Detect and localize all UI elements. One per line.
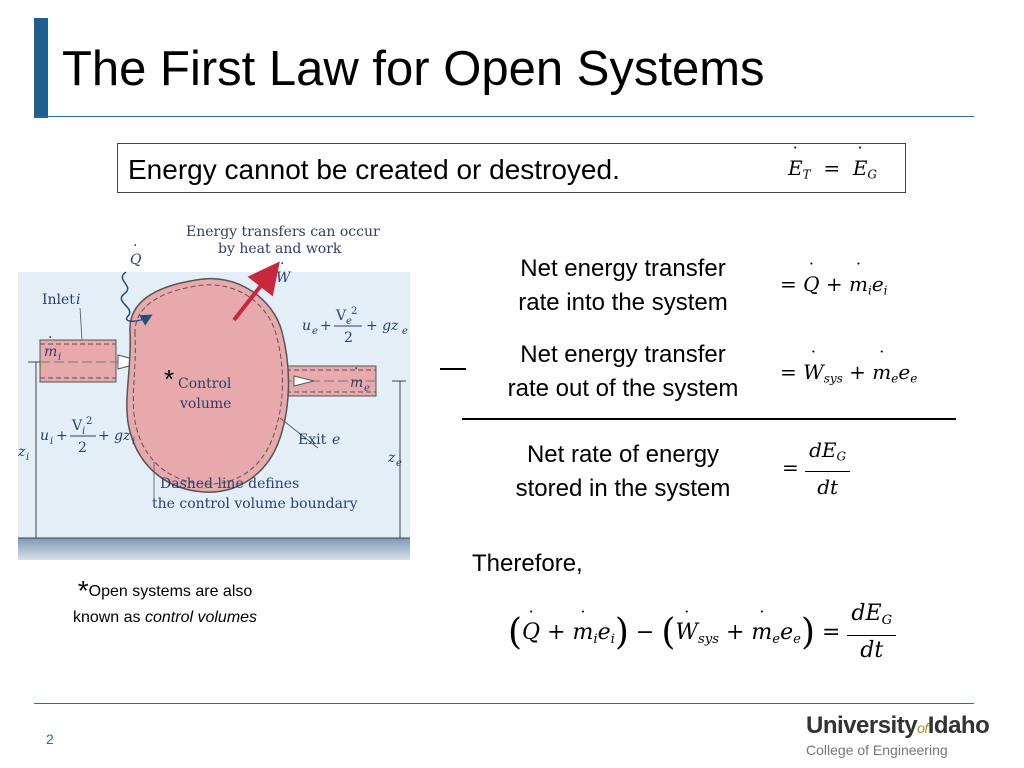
conservation-statement: Energy cannot be created or destroyed. <box>128 154 620 185</box>
work-symbol: W <box>276 270 292 286</box>
svg-text:i: i <box>132 436 135 447</box>
svg-text:e: e <box>364 383 370 394</box>
therefore-label: Therefore, <box>472 550 583 577</box>
outlet-flow-arrow <box>293 375 315 387</box>
energy-in-equation: = Q + miei <box>780 272 888 298</box>
work-transfer-arrow <box>232 261 280 322</box>
outlet-energy-term: u <box>302 318 311 334</box>
control-volume-blob <box>126 277 290 493</box>
inlet-pipe <box>39 339 117 383</box>
energy-out-equation: = Wsys + meee <box>780 360 917 386</box>
svg-text:·: · <box>354 361 358 377</box>
cv-label-line2: volume <box>179 396 231 412</box>
footnote-text2: known as <box>72 609 141 626</box>
minus-sign <box>440 368 466 370</box>
svg-text:+ gz: + gz <box>366 318 399 334</box>
footnote-text1: Open systems are also <box>88 583 253 600</box>
outlet-mass-flow: m <box>350 375 363 391</box>
svg-text:+: + <box>320 318 332 334</box>
sum-line <box>462 418 956 420</box>
svg-text:i: i <box>58 352 61 363</box>
exit-symbol: e <box>332 432 340 448</box>
ground <box>18 538 410 560</box>
svg-text:2: 2 <box>86 416 92 427</box>
ze-label: z <box>387 450 396 466</box>
heat-transfer-arrow <box>120 271 153 326</box>
boundary-label-line2: the control volume boundary <box>152 496 358 512</box>
footer-divider <box>34 703 974 704</box>
svg-text:2: 2 <box>78 440 87 456</box>
footnote-star: * <box>77 575 89 606</box>
footnote: *Open systems are also known as control … <box>40 575 290 631</box>
control-volume-star: * <box>164 364 174 394</box>
inlet-label: Inlet <box>42 292 75 308</box>
inlet-mass-flow: m <box>44 344 57 360</box>
inlet-energy-term: u <box>40 428 49 444</box>
svg-text:·: · <box>133 238 137 254</box>
svg-text:e: e <box>402 326 408 337</box>
svg-text:2: 2 <box>344 330 353 346</box>
svg-text:V: V <box>335 308 347 324</box>
control-volume-diagram: Energy transfers can occur by heat and w… <box>18 224 410 560</box>
boundary-label-line1: Dashed line defines <box>160 476 299 492</box>
diagram-heading-line2: by heat and work <box>218 241 342 257</box>
title-accent-bar <box>34 18 48 118</box>
svg-text:e: e <box>396 458 402 469</box>
inlet-symbol: i <box>76 292 80 308</box>
control-volume-boundary <box>132 284 283 485</box>
svg-text:+: + <box>56 428 68 444</box>
svg-text:i: i <box>50 436 53 447</box>
svg-text:·: · <box>280 256 284 272</box>
svg-text:e: e <box>312 326 318 337</box>
slide-title: The First Law for Open Systems <box>62 42 765 96</box>
title-divider <box>34 116 974 117</box>
svg-text:i: i <box>82 426 85 437</box>
svg-text:i: i <box>26 452 29 463</box>
conservation-statement-box: Energy cannot be created or destroyed. E… <box>117 143 906 193</box>
heat-symbol: Q <box>130 252 142 268</box>
svg-text:e: e <box>346 316 352 327</box>
page-number: 2 <box>46 731 54 747</box>
svg-text:+ gz: + gz <box>98 428 131 444</box>
university-logo: UniversityofIdaho College of Engineering <box>806 712 990 758</box>
svg-text:2: 2 <box>351 306 357 317</box>
svg-text:·: · <box>48 330 52 346</box>
footnote-emphasis: control volumes <box>145 609 258 626</box>
zi-label: z <box>18 444 26 460</box>
energy-balance-equation: ET = EG <box>788 156 877 182</box>
cv-label-line1: Control <box>178 376 232 392</box>
diagram-heading-line1: Energy transfers can occur <box>186 224 380 240</box>
svg-text:V: V <box>71 418 83 434</box>
exit-label: Exit <box>298 432 327 448</box>
